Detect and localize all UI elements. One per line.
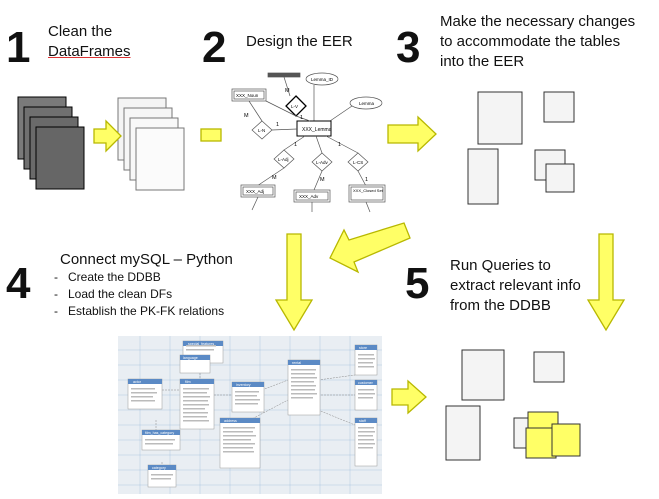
schema-table-name: address bbox=[224, 419, 237, 423]
cardinality-label: 1 bbox=[294, 142, 297, 148]
eer-label: XXX_Noun bbox=[236, 93, 259, 98]
step-3-title: Make the necessary changes to accommodat… bbox=[440, 12, 635, 72]
attribute-ellipse bbox=[305, 72, 339, 86]
eer-label: L-V bbox=[291, 104, 298, 109]
schema-table-name: special_features bbox=[188, 342, 214, 346]
adjusted-tables bbox=[467, 91, 575, 205]
relation-diamond bbox=[251, 120, 273, 140]
table-block bbox=[467, 148, 499, 205]
highlighted-table-block bbox=[525, 427, 557, 459]
table-block bbox=[477, 91, 523, 145]
step-2-title: Design the EER bbox=[246, 33, 353, 50]
step-4-bullet: Create the DDBB bbox=[50, 269, 224, 286]
schema-table-name: staff bbox=[359, 419, 366, 423]
schema-table-name: category bbox=[152, 466, 166, 470]
step-3-number: 3 bbox=[396, 23, 421, 72]
eer-label: Lemma bbox=[359, 101, 375, 106]
table-block bbox=[461, 349, 505, 401]
schema-table: language bbox=[179, 354, 211, 374]
arrow-diagonal-icon bbox=[329, 222, 411, 274]
cardinality-label: 1 bbox=[338, 142, 341, 148]
schema-table: store bbox=[354, 344, 378, 376]
cardinality-label: M bbox=[285, 88, 290, 94]
schema-table: customer bbox=[354, 379, 378, 411]
step-4-number: 4 bbox=[6, 259, 31, 308]
schema-table-name: language bbox=[183, 356, 198, 360]
schema-table: actor bbox=[127, 378, 163, 410]
schema-table: category bbox=[147, 464, 177, 488]
schema-table-name: inventory bbox=[236, 383, 251, 387]
eer-label: L-Adv bbox=[316, 160, 329, 165]
eer-label: L-CS bbox=[353, 160, 363, 165]
entity-lemma bbox=[296, 120, 332, 137]
schema-table-name: film_has_category bbox=[145, 431, 174, 435]
connector-bar bbox=[200, 128, 222, 142]
step-5-number: 5 bbox=[405, 259, 430, 308]
step-5-title-line1: Run Queries to bbox=[450, 257, 551, 274]
step-5-title-line2: extract relevant info bbox=[450, 277, 581, 294]
step-4-title: Connect mySQL – Python bbox=[60, 251, 233, 268]
clean-document bbox=[135, 127, 185, 191]
schema-table-name: film bbox=[185, 380, 191, 384]
arrow-right-icon bbox=[387, 115, 437, 153]
step-2-number: 2 bbox=[202, 23, 227, 72]
eer-label: XXX_Adv bbox=[299, 194, 319, 199]
step-3-title-line1: Make the necessary changes bbox=[440, 13, 636, 30]
arrow-down-icon bbox=[274, 233, 314, 332]
eer-label: XXX_Adj bbox=[246, 189, 264, 194]
highlighted-table-block bbox=[551, 423, 581, 457]
schema-table: staff bbox=[354, 417, 378, 467]
cardinality-label: M bbox=[244, 113, 249, 119]
arrow-right-icon bbox=[391, 379, 427, 415]
schema-table-name: customer bbox=[358, 381, 374, 385]
eer-label: XXX_Closed Set bbox=[353, 188, 384, 193]
table-block bbox=[533, 351, 565, 383]
step-5-title-line3: from the DDBB bbox=[450, 297, 551, 314]
entity-top-bar bbox=[267, 72, 301, 78]
cardinality-label: M bbox=[320, 177, 325, 183]
step-1-title: Clean the DataFrames bbox=[48, 22, 131, 62]
schema-table-name: store bbox=[359, 346, 367, 350]
arrow-right-icon bbox=[93, 119, 122, 153]
eer-label: L-Adj bbox=[278, 157, 289, 162]
eer-diagram: XXX_Noun XXX_Lemma XXX_Adj XXX_Adv XXX_C… bbox=[231, 72, 386, 213]
cardinality-label: 1 bbox=[276, 122, 279, 128]
step-4-bullet: Load the clean DFs bbox=[50, 286, 224, 303]
eer-label: Lemma_ID bbox=[311, 77, 334, 82]
table-block bbox=[543, 91, 575, 123]
eer-label: L-N bbox=[258, 128, 265, 133]
eer-label: XXX_Lemma bbox=[302, 127, 332, 133]
step-1-title-line1: Clean the bbox=[48, 23, 113, 40]
clean-dataframes-stack bbox=[117, 97, 185, 191]
mysql-schema-diagram: special_features actor film inventory re bbox=[118, 336, 382, 494]
cardinality-label: M bbox=[272, 175, 277, 181]
step-1-title-line2: DataFrames bbox=[48, 43, 131, 60]
entity-closed-set bbox=[348, 184, 386, 203]
table-block bbox=[545, 163, 575, 193]
cardinality-label: 1 bbox=[365, 177, 368, 183]
step-4-bullet: Establish the PK-FK relations bbox=[50, 303, 224, 320]
cardinality-label: 1 bbox=[300, 115, 303, 121]
query-results bbox=[445, 349, 581, 461]
schema-table: inventory bbox=[231, 381, 265, 413]
dark-document bbox=[35, 126, 85, 190]
dirty-dataframes-stack bbox=[17, 96, 85, 190]
schema-table: rental bbox=[287, 359, 321, 416]
schema-table-name: actor bbox=[133, 380, 142, 384]
schema-table-name: rental bbox=[292, 361, 301, 365]
step-5-title: Run Queries to extract relevant info fro… bbox=[450, 256, 581, 316]
step-4-bullet-list: Create the DDBB Load the clean DFs Estab… bbox=[50, 269, 224, 320]
step-1-number: 1 bbox=[6, 23, 31, 72]
step-3-title-line3: into the EER bbox=[440, 53, 525, 70]
table-block bbox=[445, 405, 481, 461]
attribute-ellipse bbox=[349, 96, 383, 110]
arrow-down-icon bbox=[586, 233, 626, 332]
step-3-title-line2: to accommodate the tables bbox=[440, 33, 621, 50]
